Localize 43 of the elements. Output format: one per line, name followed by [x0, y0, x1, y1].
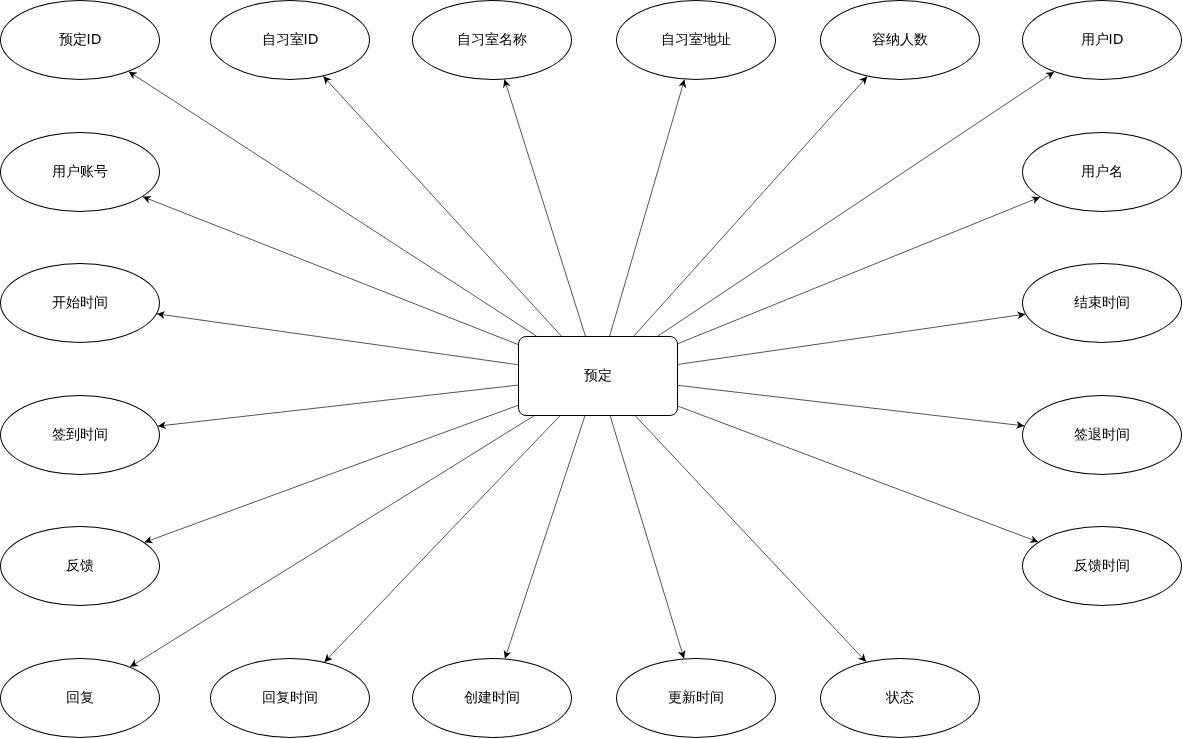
node-label: 自习室ID — [261, 31, 319, 49]
arrow — [503, 415, 586, 660]
node-label: 签退时间 — [1074, 426, 1130, 444]
arrow — [156, 311, 519, 366]
node-label: 容纳人数 — [872, 31, 928, 49]
arrow — [322, 75, 562, 337]
node-label: 自习室地址 — [661, 31, 731, 49]
node-label: 用户账号 — [52, 163, 108, 181]
node-label: 开始时间 — [52, 294, 108, 312]
arrow — [677, 196, 1041, 345]
arrow — [635, 415, 867, 663]
node-label: 更新时间 — [668, 689, 724, 707]
node-label: 状态 — [886, 689, 914, 707]
arrow — [324, 415, 561, 663]
arrow — [677, 311, 1026, 365]
node-label: 结束时间 — [1074, 294, 1130, 312]
arrow — [129, 415, 535, 668]
arrow — [677, 405, 1039, 543]
node-label: 用户名 — [1081, 163, 1123, 181]
node-label: 自习室名称 — [457, 31, 527, 49]
arrow — [609, 79, 687, 337]
node-label: 预定ID — [58, 31, 102, 49]
node-label: 回复时间 — [262, 689, 318, 707]
arrow — [609, 415, 686, 659]
attribute-ellipse — [0, 658, 160, 738]
node-label: 反馈时间 — [1074, 557, 1130, 575]
node-label: 预定 — [584, 367, 612, 385]
arrow — [144, 404, 519, 544]
node-label: 回复 — [66, 689, 94, 707]
arrow — [142, 195, 519, 345]
node-label: 创建时间 — [464, 689, 520, 707]
attribute-ellipse — [0, 0, 160, 80]
arrow — [157, 384, 519, 430]
node-label: 反馈 — [66, 557, 94, 575]
arrow — [633, 76, 868, 337]
entity-box — [518, 336, 678, 416]
node-label: 用户ID — [1080, 31, 1124, 49]
arrow — [657, 71, 1055, 337]
arrow — [128, 71, 537, 337]
attribute-ellipse — [1022, 0, 1182, 80]
arrow — [677, 384, 1025, 429]
node-label: 签到时间 — [52, 426, 108, 444]
arrow — [503, 79, 586, 337]
